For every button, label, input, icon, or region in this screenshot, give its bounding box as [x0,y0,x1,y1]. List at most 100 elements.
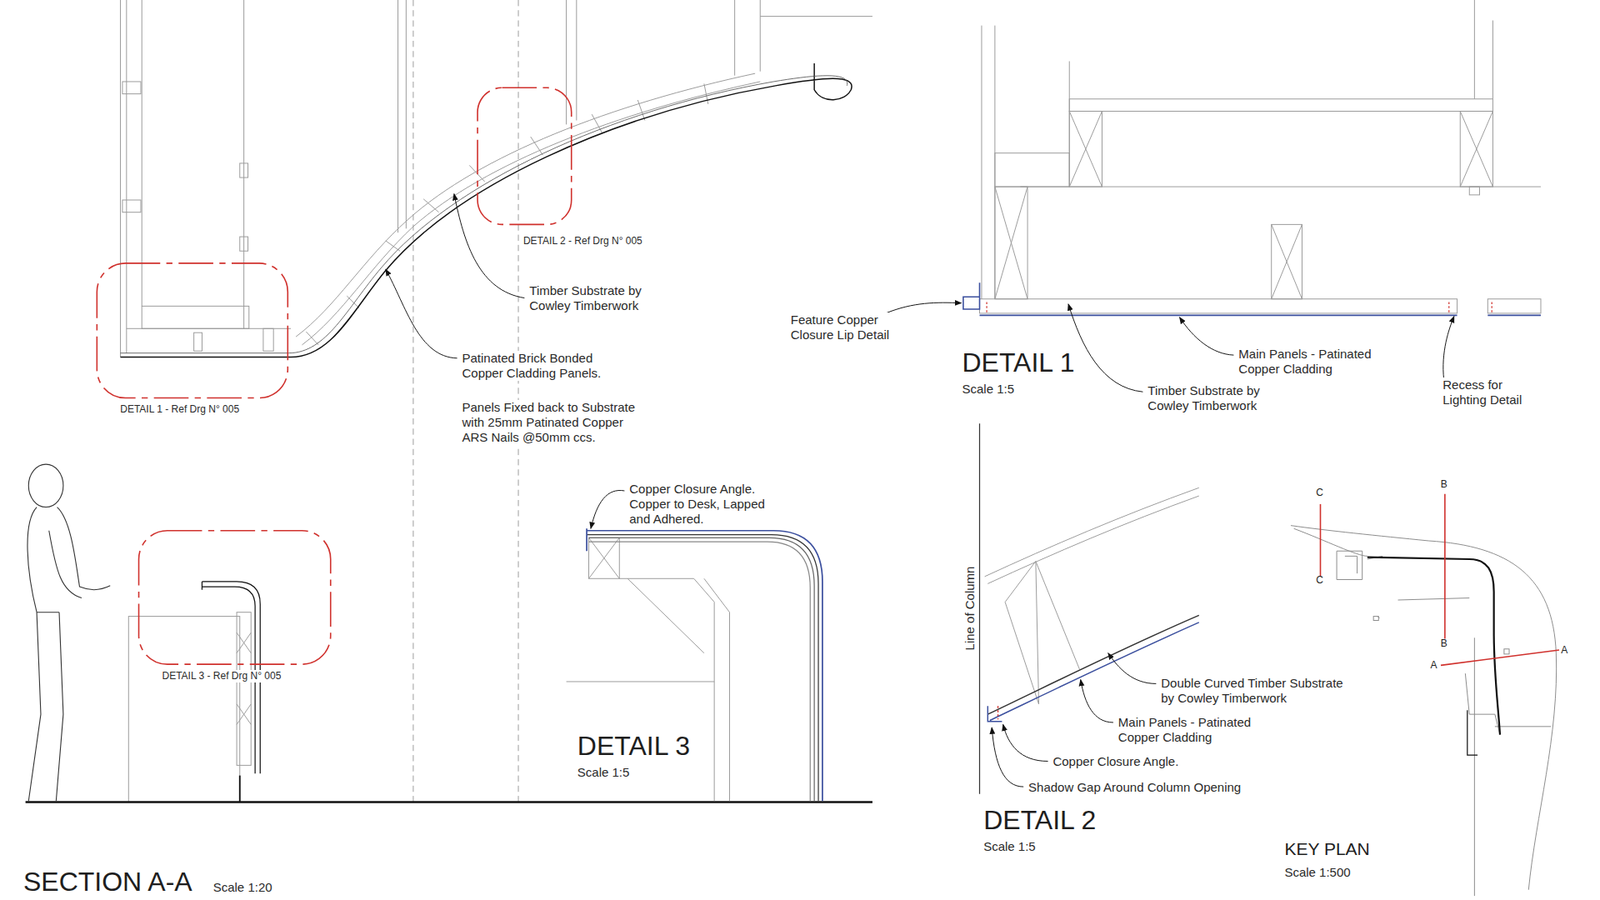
leader-line [454,194,525,299]
key-plan-outline [1367,557,1500,756]
key-plan [1367,555,1470,619]
human-figure [27,464,110,801]
section-marker: A [1430,659,1439,671]
section-marker: B [1440,478,1449,490]
detail-1-drawing [980,25,982,300]
view-title: DETAIL 2 [982,805,1097,835]
section-structure [760,15,873,17]
detail-1-copper [980,315,1458,317]
cladding-curve [120,63,852,358]
view-title: KEY PLAN [1283,839,1370,859]
cladding-curve [239,775,241,803]
annotation-note: Copper Closure Angle. [1051,754,1180,770]
section-structure [240,236,249,251]
detail-1-drawing [1271,224,1303,299]
section-structure [760,0,761,72]
view-title: DETAIL 1 [960,348,1075,378]
key-plan [1336,550,1363,580]
section-structure [243,0,245,329]
section-structure [412,0,414,802]
detail-3-copper [585,528,588,551]
leader-line [1108,653,1157,685]
section-structure [236,612,251,766]
annotation-note: Recess for Lighting Detail [1441,377,1544,408]
annotation-note: Double Curved Timber Substrate by Cowley… [1160,675,1352,706]
detail-1-drawing [1020,186,1540,188]
section-marker: C [1315,486,1325,499]
detail-2-copper [990,622,1200,721]
leader-line [385,269,458,359]
detail-1-drawing [980,299,1458,314]
section-structure [301,81,760,345]
view-title: DETAIL 3 [576,731,691,761]
detail-bubble [139,530,331,665]
detail-1-drawing [995,186,1028,300]
detail-1-copper [963,282,1541,315]
annotation-note: Main Panels - Patinated Copper Cladding [1117,715,1282,745]
section-structure [405,0,407,229]
leader-line [1180,317,1235,355]
detail-1-copper [963,282,980,310]
section-structure [120,0,872,802]
section-structure [125,0,127,354]
detail-reference: DETAIL 2 - Ref Drg N° 005 [522,235,644,247]
section-line [1440,650,1560,665]
detail-1-drawing [1460,110,1493,187]
section-marker: B [1440,637,1449,650]
detail-3-drawing [566,537,730,801]
detail-bubble [477,87,572,225]
key-plan [1294,528,1368,556]
annotation-note: Patinated Brick Bonded Copper Cladding P… [460,350,621,381]
annotation-note: Main Panels - Patinated Copper Cladding [1237,346,1402,377]
key-plan-outline [1367,557,1500,735]
section-line [1320,494,1560,666]
section-structure [194,332,203,351]
detail-1-drawing [1069,60,1070,187]
leader-line [1003,724,1049,761]
detail-1-drawing [980,0,1541,314]
annotation-note: Panels Fixed back to Substrate with 25mm… [460,400,645,445]
detail-2-drawing [985,487,1200,577]
section-structure [240,163,249,178]
detail-1-drawing [1487,299,1541,314]
detail-2-copper [997,705,999,720]
section-line [1320,504,1322,577]
section-structure [397,0,399,233]
detail-1-drawing [1492,20,1494,99]
leader-line [1080,680,1114,723]
section-structure [734,0,735,76]
key-plan [1504,649,1510,655]
key-plan [1290,525,1557,890]
cladding-curve [25,63,873,803]
annotation-note: Scale 1:5 [982,839,1037,855]
detail-reference: DETAIL 3 - Ref Drg N° 005 [160,670,282,682]
detail-bubble [96,263,288,399]
detail-1-drawing [1271,224,1303,299]
human-figure [28,464,64,507]
annotation-note: Copper Closure Angle. Copper to Desk, La… [628,481,780,527]
detail-3-drawing [589,537,620,579]
section-structure [305,83,708,345]
annotation-note: Scale 1:20 [212,880,274,895]
section-structure [122,81,141,95]
section-marker: C [1315,574,1325,586]
section-line [1444,494,1446,640]
detail-2-copper [987,705,1002,721]
detail-2-copper [987,615,1199,721]
column-line-label: Line of Column [962,565,978,651]
detail-1-drawing [1469,186,1480,195]
detail-1-drawing [1474,0,1475,100]
detail-3-drawing [566,578,730,801]
detail-1-drawing [1069,110,1102,187]
section-structure [128,616,240,803]
detail-1-drawing [1069,110,1102,187]
section-structure [263,328,274,351]
key-plan-outline [1467,710,1478,755]
section-structure [141,305,250,329]
leader-line [385,194,1455,787]
cladding-curve [120,75,847,354]
annotation-note: Shadow Gap Around Column Opening [1027,780,1242,795]
detail-1-copper [1487,315,1541,317]
